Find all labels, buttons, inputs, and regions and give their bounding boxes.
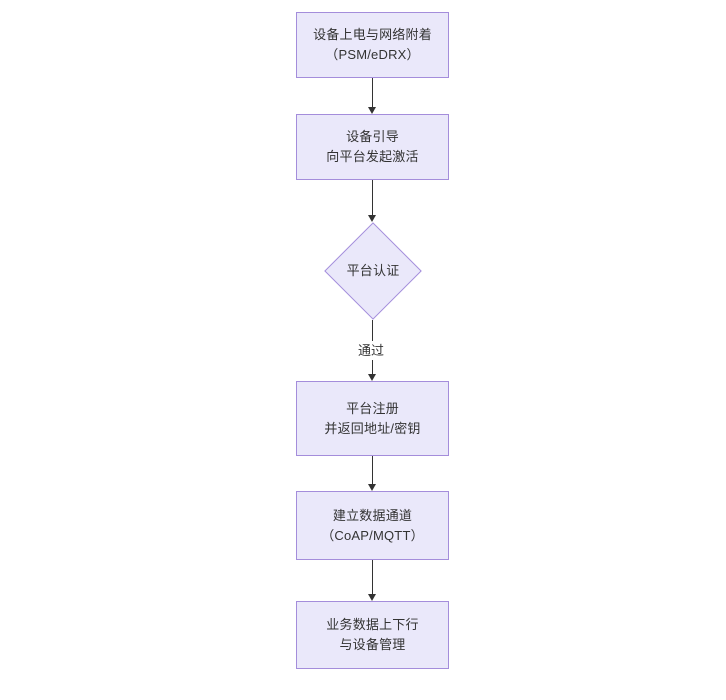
arrowhead-icon [368, 374, 376, 381]
node-power-on-line1: 设备上电与网络附着 [313, 27, 432, 42]
node-platform-register[interactable]: 平台注册 并返回地址/密钥 [296, 381, 449, 456]
node-power-on-line2: （PSM/eDRX） [325, 47, 420, 62]
connector-platform-auth-to-register: 通过 [356, 320, 387, 381]
connector-line [372, 560, 373, 595]
node-business-data-line1: 业务数据上下行 [326, 617, 419, 632]
connector-register-to-data-channel [368, 456, 376, 491]
node-power-on[interactable]: 设备上电与网络附着 （PSM/eDRX） [296, 12, 449, 78]
node-platform-auth-label: 平台认证 [346, 263, 400, 278]
arrowhead-icon [368, 594, 376, 601]
connector-line [372, 180, 373, 216]
connector-power-on-to-bootstrap [368, 78, 376, 114]
node-data-channel-line2: （CoAP/MQTT） [321, 527, 424, 543]
connector-data-channel-to-business [368, 560, 376, 601]
node-platform-auth[interactable]: 平台认证 [324, 222, 422, 320]
arrowhead-icon [368, 107, 376, 114]
node-bootstrap-line1: 设备引导 [346, 129, 399, 144]
node-business-data-line2: 与设备管理 [339, 637, 406, 652]
node-platform-register-line2: 并返回地址/密钥 [324, 420, 421, 436]
node-platform-register-line1: 平台注册 [346, 400, 399, 416]
edge-label-pass: 通过 [356, 341, 387, 360]
arrowhead-icon [368, 484, 376, 491]
connector-line [372, 78, 373, 108]
node-data-channel[interactable]: 建立数据通道 （CoAP/MQTT） [296, 491, 449, 560]
node-business-data[interactable]: 业务数据上下行 与设备管理 [296, 601, 449, 669]
arrowhead-icon [368, 215, 376, 222]
node-data-channel-line1: 建立数据通道 [332, 507, 413, 523]
node-bootstrap-line2: 向平台发起激活 [326, 149, 419, 164]
connector-line [372, 456, 373, 485]
connector-bootstrap-to-platform-auth [368, 180, 376, 222]
node-bootstrap[interactable]: 设备引导 向平台发起激活 [296, 114, 449, 180]
